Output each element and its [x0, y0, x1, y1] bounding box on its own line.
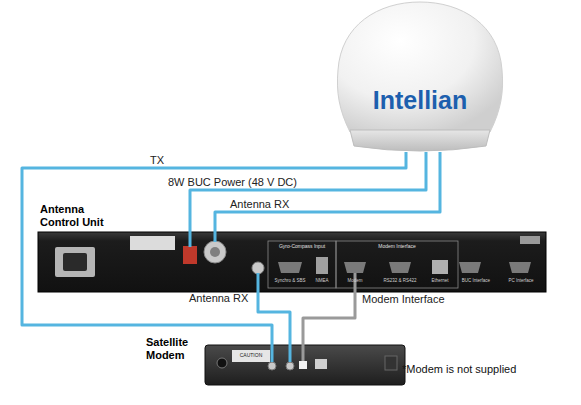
port-label: NMEA	[310, 278, 334, 285]
certification-marks	[520, 236, 540, 244]
cable	[258, 292, 290, 345]
port-label: RS232 & RS422	[380, 278, 420, 285]
cable-stub	[289, 345, 292, 362]
radome-base	[350, 130, 490, 151]
cable	[190, 152, 426, 232]
caution-text: CAUTION	[232, 352, 270, 359]
cable	[303, 292, 355, 345]
caution-sticker	[232, 350, 270, 362]
gyro-input-frame	[268, 241, 336, 288]
port-label: Synchro & SBS	[270, 278, 310, 285]
cable-label: Antenna RX	[230, 198, 289, 210]
db9-port	[344, 262, 366, 273]
cable	[215, 152, 440, 232]
ethernet-port	[432, 260, 448, 274]
n-type-connector	[204, 241, 226, 263]
antenna-radome: Intellian	[336, 0, 504, 152]
cable-stub	[271, 345, 274, 362]
port-label: Ethernet	[425, 278, 455, 285]
cable-label: Modem Interface	[362, 293, 445, 305]
f-connector	[268, 362, 276, 370]
port-label: PC Interface	[503, 278, 539, 285]
usb-port	[299, 361, 307, 369]
brand-name: Intellian	[336, 86, 504, 114]
panel-section-label: Modem Interface	[336, 243, 458, 250]
power-jack	[217, 358, 227, 368]
port-label: BUC Interface	[455, 278, 497, 285]
cable-stub	[257, 273, 260, 292]
unit-heading: Antenna Control Unit	[40, 203, 122, 229]
f-connector	[286, 362, 294, 370]
satellite-modem-body	[205, 345, 405, 385]
db9-port	[389, 262, 411, 273]
buc-power-terminal	[183, 246, 197, 264]
db9-port	[278, 262, 302, 273]
panel-section-label: Gyro-Compass Input	[268, 243, 336, 250]
modem-vent	[385, 356, 397, 370]
cable-stub	[189, 232, 192, 247]
db9-port	[459, 262, 481, 273]
cable-stub	[302, 345, 305, 361]
port-label: Modem	[340, 278, 370, 285]
cable-stub	[214, 232, 217, 242]
power-socket-inner	[63, 253, 87, 271]
control-unit-panel	[38, 232, 546, 292]
cable-label: TX	[150, 154, 164, 166]
db9-port	[509, 262, 531, 273]
cable-label: Antenna RX	[189, 292, 248, 304]
nmea-terminal	[316, 257, 328, 274]
cable	[22, 152, 406, 345]
ethernet-port	[315, 359, 327, 369]
satellite-modem: Satellite Modem	[205, 345, 405, 385]
unit-heading: Satellite Modem	[146, 336, 202, 362]
modem-interface-frame	[336, 241, 458, 288]
footnote: *Modem is not supplied	[402, 363, 552, 376]
cable-label: 8W BUC Power (48 V DC)	[168, 176, 297, 188]
power-socket	[55, 247, 95, 277]
f-connector	[252, 262, 264, 274]
warning-sticker	[130, 236, 175, 250]
n-type-connector-core	[210, 247, 220, 257]
